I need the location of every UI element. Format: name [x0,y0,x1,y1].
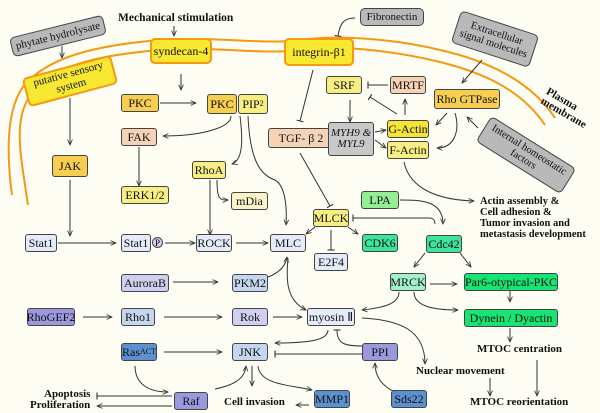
f-actin-node[interactable]: F-Actin [387,141,429,159]
edge [286,257,306,310]
fak-node[interactable]: FAK [121,128,157,146]
actin-assembly-outcome: Actin assembly & Cell adhesion & Tumor i… [480,196,586,240]
rock-node[interactable]: ROCK [196,234,232,252]
edge [414,252,426,267]
rok-node[interactable]: Rok [232,308,268,326]
edge [163,115,232,136]
srf-node[interactable]: SRF [326,76,362,94]
edge [374,130,386,132]
stat1-phospho-node[interactable]: Stat1 [121,234,151,252]
edge [399,199,443,224]
edge [375,363,396,393]
tgf-beta2-node[interactable]: TGF- β 2 [268,128,334,148]
nuclear-movement-label: Nuclear movement [416,365,505,377]
edge [459,252,471,267]
par6-atypical-pkc-node[interactable]: Par6-otypical-PKC [464,273,558,291]
rho1-node[interactable]: Rho1 [121,308,155,326]
edge [275,329,329,343]
edge [413,291,458,310]
cdc42-node[interactable]: Cdc42 [426,235,462,253]
pkm2-node[interactable]: PKM2 [232,274,268,292]
myosin-ii-node[interactable]: myosin Ⅱ [307,308,355,326]
ppi-node[interactable]: PPI [362,343,398,361]
stat1-node[interactable]: Stat1 [25,234,57,252]
pip2-subscript: 2 [259,99,264,108]
edge [216,179,228,200]
myl9-label: MYL9 [337,138,365,150]
edge [134,365,168,392]
edge [247,115,286,225]
edge [462,59,483,83]
pkc-node[interactable]: PKC [121,94,159,112]
mrck-node[interactable]: MRCK [390,273,426,291]
edge [361,317,425,364]
raf-node[interactable]: Raf [174,392,208,410]
pkc-complex-node[interactable]: PKC [207,94,237,114]
mlc-node[interactable]: MLC [270,234,306,252]
mtoc-reorientation-label: MTOC reorientation [470,396,569,408]
cdk6-node[interactable]: CDK6 [362,234,398,252]
edge [334,17,356,38]
edge [333,329,363,347]
ras-act-superscript: ACT [140,347,156,356]
mrtf-node[interactable]: MRTF [390,76,426,94]
jak-node[interactable]: JAK [52,155,88,177]
edge [374,139,386,148]
edge [306,226,316,234]
outcome-line: Cell adhesion & [480,207,552,219]
edge [352,214,436,225]
edge [214,366,246,390]
sds22-node[interactable]: Sds22 [391,390,427,408]
integrin-beta1-node[interactable]: integrin-β1 [284,38,354,66]
ras-label: Ras [122,345,140,359]
phosphate-badge: P [152,237,163,248]
edge [347,226,358,234]
mmp1-node[interactable]: MMP1 [314,390,350,408]
edge [403,161,474,201]
syndecan-4-node[interactable]: syndecan-4 [150,38,212,64]
aurorab-node[interactable]: AuroraB [121,274,169,292]
mlck-node[interactable]: MLCK [313,209,349,227]
lpa-node[interactable]: LPA [361,191,399,209]
outcome-line: metastasis development [480,229,586,241]
edge [296,69,314,123]
edge [437,112,458,148]
outcome-line: Actin assembly & [480,196,560,207]
e2f4-node[interactable]: E2F4 [314,253,348,271]
edge [467,117,479,129]
rho-gtpase-node[interactable]: Rho GTPase [434,89,500,109]
mechanical-stimulation-label: Mechanical stimulation [118,12,234,24]
fibronectin-node[interactable]: Fibronectin [360,8,424,26]
edge [232,115,243,164]
apoptosis-label: Apoptosis [44,388,91,400]
proliferation-label: Proliferation [30,399,91,411]
rhoa-node[interactable]: RhoA [192,161,226,179]
rhogef2-node[interactable]: RhoGEF2 [26,308,76,326]
erk12-node[interactable]: ERK1/2 [121,186,169,204]
cell-invasion-label: Cell invasion [224,396,285,408]
myh9-label: MYH9 & [330,127,372,139]
edge [257,365,312,390]
edge [362,291,400,310]
mdia-node[interactable]: mDia [231,192,268,210]
edge [436,112,448,125]
edge [367,93,398,115]
myh9-myl9-node[interactable]: MYH9 &MYL9 [328,122,374,156]
jnk-node[interactable]: JNK [232,343,268,361]
dynein-dynactin-node[interactable]: Dynein / Dyactin [464,309,558,327]
edge [299,152,334,209]
mtoc-centration-label: MTOC centration [477,343,563,355]
pip2-label: PIP [242,97,260,111]
outcome-line: Tumor invasion and [480,218,570,230]
g-actin-node[interactable]: G-Actin [387,120,429,138]
